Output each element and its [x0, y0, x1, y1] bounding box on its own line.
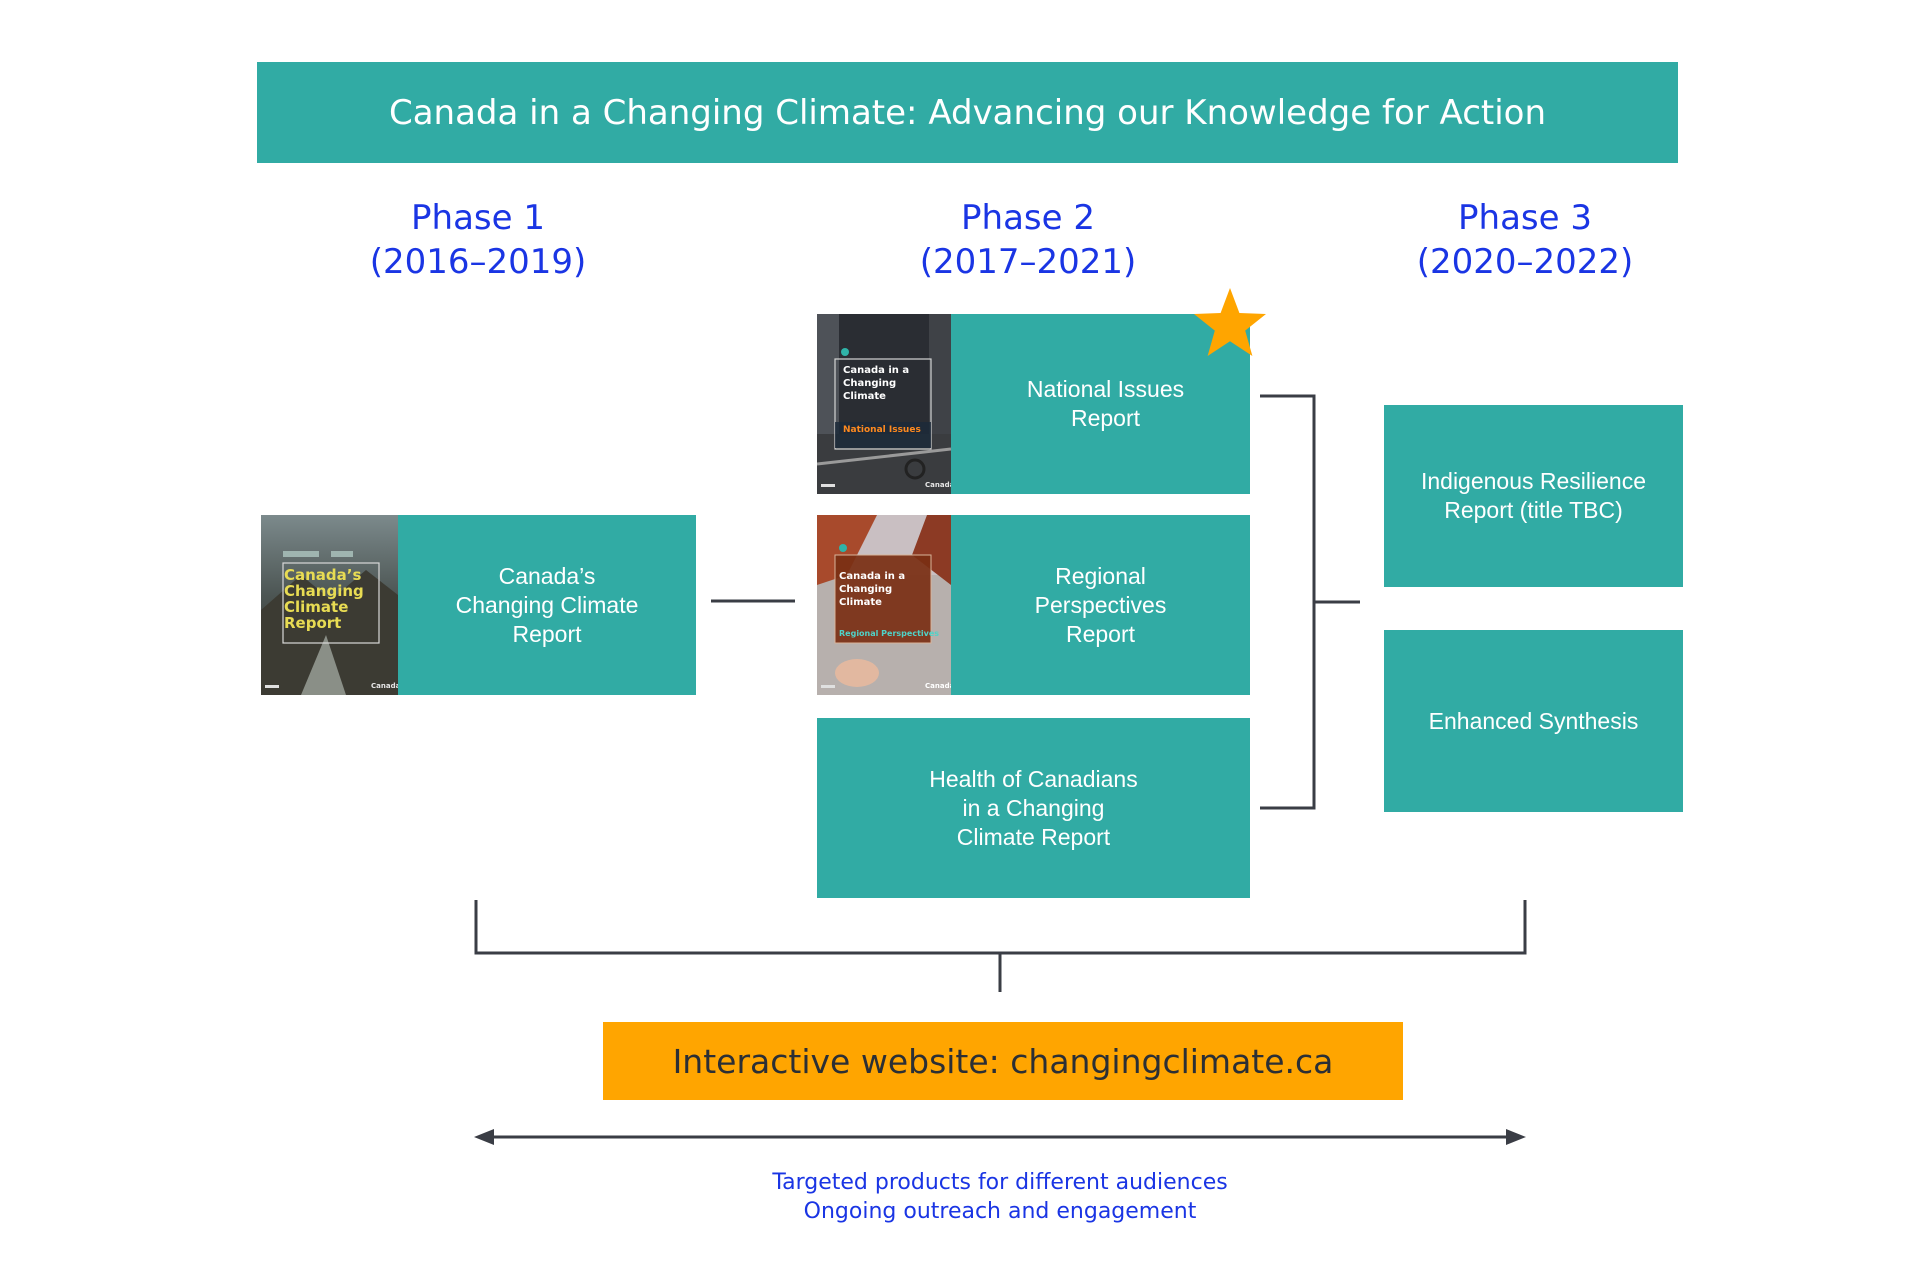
footer-line-ongoing-outreach: Ongoing outreach and engagement	[803, 1199, 1197, 1224]
bottom-bracket	[474, 900, 1527, 955]
timeline-arrow-right-head	[1506, 1129, 1526, 1145]
phase-2-header: Phase 2 (2017–2021)	[878, 196, 1178, 284]
phase-3-years: (2020–2022)	[1416, 242, 1634, 282]
cover-title-regional-perspectives: Canada in a Changing Climate	[839, 571, 906, 608]
cover-image-regional-perspectives	[817, 515, 951, 695]
timeline-arrow-left-head	[474, 1129, 494, 1145]
report-label-national-issues: National Issues Report	[951, 314, 1250, 494]
report-card-health-of-canadians: Health of Canadians in a Changing Climat…	[817, 718, 1250, 898]
footer-line-targeted-products: Targeted products for different audience…	[772, 1170, 1228, 1195]
report-label-canadas-changing-climate: Canada’s Changing Climate Report	[398, 515, 696, 695]
report-card-regional-perspectives: Canada in a Changing Climate Regional Pe…	[817, 515, 1250, 695]
phase-1-header: Phase 1 (2016–2019)	[328, 196, 628, 284]
cover-subtitle-regional-perspectives: Regional Perspectives	[839, 629, 940, 638]
footer-note: Targeted products for different audience…	[660, 1168, 1340, 1226]
cover-brand-canadas-changing-climate: Canada	[371, 682, 401, 690]
phase-2-years: (2017–2021)	[919, 242, 1137, 282]
cover-image-national-issues	[817, 314, 951, 494]
phase-3-header: Phase 3 (2020–2022)	[1375, 196, 1675, 284]
report-card-enhanced-synthesis: Enhanced Synthesis	[1384, 630, 1683, 812]
phase-3-name: Phase 3	[1458, 198, 1592, 238]
cover-brand-regional-perspectives: Canada	[925, 682, 955, 690]
report-card-indigenous-resilience: Indigenous Resilience Report (title TBC)	[1384, 405, 1683, 587]
star-icon	[1194, 288, 1266, 356]
report-label-regional-perspectives: Regional Perspectives Report	[951, 515, 1250, 695]
cover-image-canadas-changing-climate	[261, 515, 398, 695]
phase-1-name: Phase 1	[411, 198, 545, 238]
phase-2-name: Phase 2	[961, 198, 1095, 238]
cover-subtitle-national-issues: National Issues	[843, 425, 921, 435]
report-card-national-issues: Canada in a Changing Climate National Is…	[817, 314, 1250, 494]
page-title: Canada in a Changing Climate: Advancing …	[257, 62, 1678, 163]
cover-title-canadas-changing-climate: Canada’s Changing Climate Report	[284, 566, 364, 632]
phase2-bracket	[1260, 394, 1316, 810]
cover-brand-national-issues: Canada	[925, 481, 955, 489]
report-card-canadas-changing-climate: Canada’s Changing Climate Report Canada …	[261, 515, 696, 695]
website-banner: Interactive website: changingclimate.ca	[603, 1022, 1403, 1100]
cover-title-national-issues: Canada in a Changing Climate	[843, 365, 910, 402]
phase-1-years: (2016–2019)	[369, 242, 587, 282]
